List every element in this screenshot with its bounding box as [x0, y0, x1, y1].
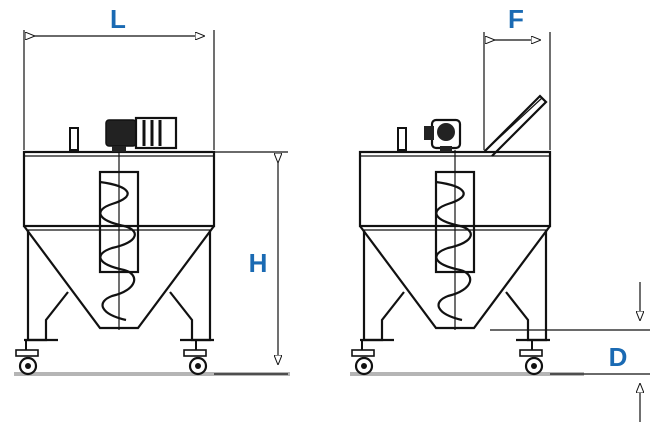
dimension-H: H — [214, 151, 288, 375]
floor-left — [14, 372, 290, 376]
dimension-L: L — [23, 4, 215, 150]
floor-right — [350, 372, 584, 376]
geared-motor-icon — [105, 116, 178, 152]
label-H: H — [249, 248, 268, 278]
dimension-D: D — [490, 282, 650, 422]
label-L: L — [110, 4, 126, 34]
label-D: D — [609, 342, 628, 372]
caster-wheel-icon — [15, 340, 208, 376]
dimension-F: F — [483, 4, 551, 150]
label-F: F — [508, 4, 524, 34]
caster-wheel-icon — [351, 340, 544, 376]
left-unit — [15, 116, 216, 376]
inclined-chute-icon — [483, 94, 548, 157]
geared-motor-icon — [424, 118, 462, 152]
auger-screw-icon — [99, 180, 136, 322]
right-unit — [351, 94, 552, 376]
